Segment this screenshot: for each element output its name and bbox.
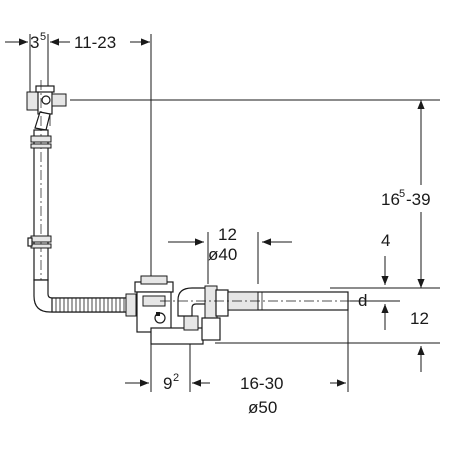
dimension-lines (5, 34, 440, 392)
dim-3-5-base: 3 (30, 33, 39, 52)
dim-16-30: 16-30 (240, 374, 283, 393)
flexible-hose (51, 293, 137, 317)
overflow-head (26, 85, 67, 131)
dim-16-5-39-pre: 16 (381, 190, 400, 209)
dim-11-23: 11-23 (74, 33, 116, 52)
dim-12-upper: 12 (218, 225, 237, 244)
dim-4: 4 (381, 231, 390, 250)
trap-elbow (177, 285, 229, 341)
waste-valve (134, 275, 204, 345)
dim-d: d (358, 291, 367, 310)
dim-diam-50: ø50 (248, 398, 277, 417)
outlet-pipe (160, 291, 352, 311)
dimension-labels: 3 5 11-23 16 5 -39 12 ø40 4 d 12 9 2 16-… (30, 31, 431, 417)
dim-9-2-sup: 2 (173, 372, 179, 384)
dim-16-5-39-sup: 5 (399, 188, 405, 200)
dim-3-5-sup: 5 (40, 31, 46, 43)
dim-9-2-base: 9 (163, 374, 172, 393)
dim-16-5-39-post: -39 (406, 190, 431, 209)
dim-12-right: 12 (410, 309, 429, 328)
dim-diam-40: ø40 (208, 245, 237, 264)
